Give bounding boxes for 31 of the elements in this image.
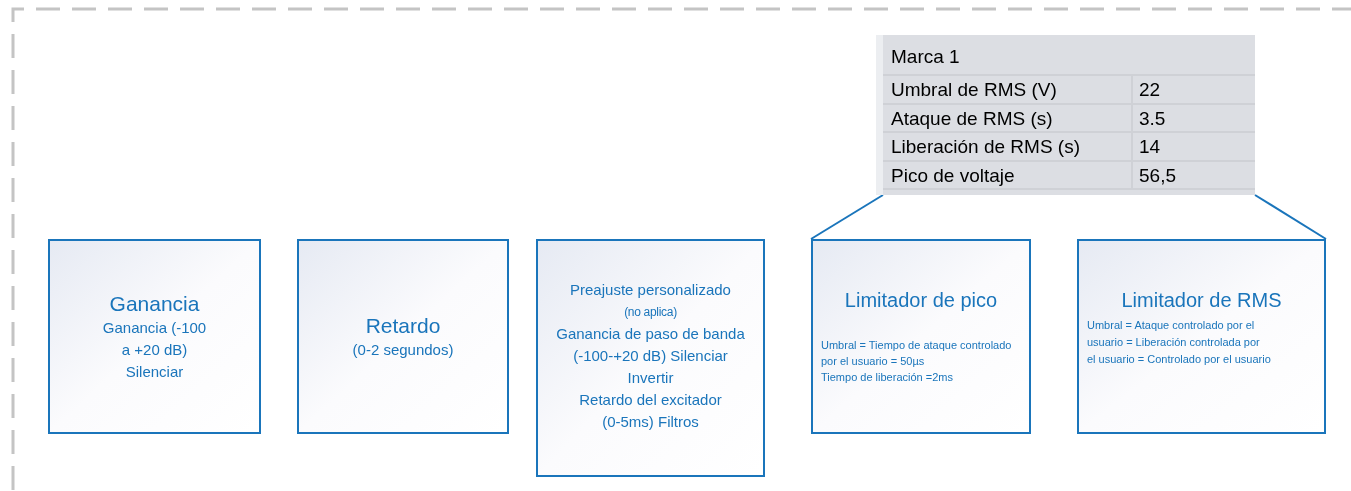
zoom-line xyxy=(1254,194,1327,240)
table-cell: Ataque de RMS (s) xyxy=(883,104,1133,131)
box-title: Limitador de pico xyxy=(843,288,999,313)
box-text: Tiempo de liberación =2ms xyxy=(820,370,954,385)
table-cell-text: 3.5 xyxy=(1138,106,1166,131)
process-box xyxy=(536,239,765,477)
table-cell: Pico de voltaje xyxy=(883,161,1133,188)
table-cell-text: 22 xyxy=(1138,78,1161,102)
zoom-line xyxy=(810,194,884,240)
box-text: Ganancia de paso de banda (-100-+20 dB) Silenciar xyxy=(555,324,746,366)
process-box xyxy=(1077,239,1326,434)
process-box xyxy=(811,239,1031,434)
box-text: Invertir xyxy=(626,368,675,388)
box-title: Preajuste personalizado xyxy=(569,280,732,300)
box-text: (no aplica) xyxy=(623,304,678,321)
table-cell: Liberación de RMS (s) xyxy=(883,133,1133,160)
settings-table xyxy=(876,35,1255,195)
box-text: Retardo del excitador (0-5ms) Filtros xyxy=(578,390,723,432)
table-cell-text: 14 xyxy=(1138,135,1161,159)
process-box xyxy=(48,239,261,434)
box-title: Ganancia xyxy=(108,291,201,317)
box-text: (0-2 segundos) xyxy=(351,340,455,360)
table-header: Marca 1 xyxy=(883,35,1255,76)
box-title: Limitador de RMS xyxy=(1120,288,1283,313)
table-cell: Umbral de RMS (V) xyxy=(883,76,1133,103)
box-text: el usuario = Controlado por el usuario xyxy=(1086,352,1272,367)
box-text: Umbral = Tiempo de ataque controlado por el usuario = 50µs xyxy=(820,338,1013,369)
process-box xyxy=(297,239,509,434)
box-title: Retardo xyxy=(364,313,442,339)
table-cell-text: 56,5 xyxy=(1138,163,1176,188)
box-text: Ganancia (-100 a +20 dB) Silenciar xyxy=(101,318,208,382)
